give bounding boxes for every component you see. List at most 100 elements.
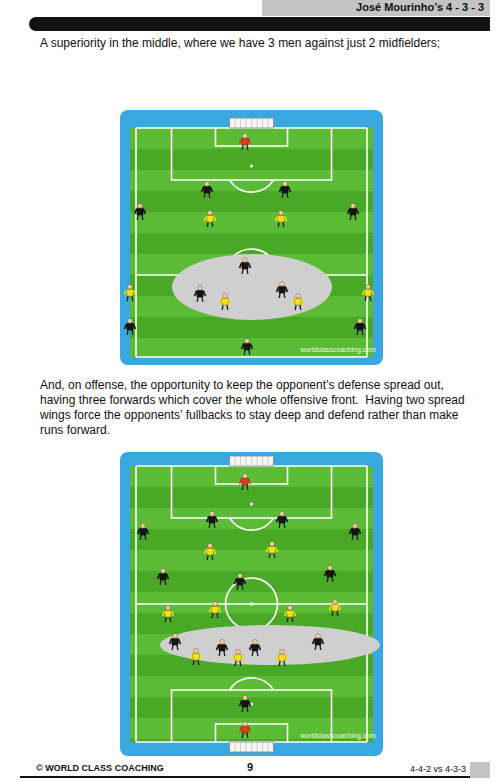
penalty-arc: [230, 518, 274, 530]
player-figure: [277, 281, 288, 298]
player-figure: [240, 721, 251, 738]
net-strand: [240, 118, 241, 128]
player-arms: [210, 607, 221, 612]
player-shirt: [219, 645, 226, 652]
player-shirt: [160, 574, 167, 581]
player-head: [238, 573, 243, 578]
footer-tab: [470, 762, 490, 778]
player-shirt: [327, 571, 334, 578]
player-head: [328, 565, 333, 570]
player-shirt: [278, 216, 285, 223]
player-arms: [233, 655, 244, 660]
player-shirt: [242, 701, 249, 708]
body-text: And, on offense, the opportunity to keep…: [40, 378, 470, 438]
player-figure: [125, 318, 136, 335]
player-figure: [350, 523, 361, 540]
net-strand: [246, 118, 247, 128]
player-head: [280, 281, 285, 286]
player-figure: [250, 639, 261, 656]
player-head: [243, 695, 248, 700]
player-arms: [250, 645, 261, 650]
highlight-zone: [160, 625, 380, 665]
net-strand: [262, 118, 263, 128]
player-arms: [205, 216, 216, 221]
penalty-area: [172, 466, 332, 518]
grass-stripe: [130, 128, 373, 149]
player-shirt: [279, 517, 286, 524]
grass-stripe: [130, 317, 373, 338]
player-head: [166, 605, 171, 610]
player-shirt: [287, 611, 294, 618]
center-circle: [226, 578, 278, 630]
field-edge: [136, 356, 367, 358]
player-figure: [205, 543, 216, 560]
grass-stripe: [130, 149, 373, 170]
player-figure: [191, 648, 202, 665]
player-shirt: [235, 655, 242, 662]
player-shirt: [127, 324, 134, 331]
player-figure: [205, 210, 216, 227]
player-figure: [138, 523, 149, 540]
footer-chapter: 4-4-2 vs 4-3-3: [370, 764, 466, 775]
player-shirt: [365, 290, 372, 297]
player-figure: [355, 318, 366, 335]
player-shirt: [295, 299, 302, 306]
footer-credit: © WORLD CLASS COACHING: [36, 763, 216, 774]
player-shirt: [252, 645, 259, 652]
penalty-spot: [250, 164, 253, 167]
player-head: [128, 318, 133, 323]
player-head: [243, 473, 248, 478]
grass-stripe: [130, 191, 373, 212]
player-figure: [210, 601, 221, 618]
player-shirt: [137, 209, 144, 216]
player-arms: [276, 216, 287, 221]
player-shirt: [242, 263, 249, 270]
player-arms: [205, 549, 216, 554]
player-head: [316, 633, 321, 638]
player-head: [208, 543, 213, 548]
player-shirt: [282, 187, 289, 194]
player-arms: [220, 299, 231, 304]
player-head: [351, 203, 356, 208]
player-head: [205, 181, 210, 186]
player-head: [353, 523, 358, 528]
player-arms: [217, 645, 228, 650]
player-arms: [267, 547, 278, 552]
player-arms: [240, 701, 251, 706]
player-arms: [240, 479, 251, 484]
player-head: [208, 210, 213, 215]
grass-stripe: [130, 550, 373, 571]
player-shirt: [207, 549, 214, 556]
player-head: [161, 568, 166, 573]
net-strand: [257, 742, 258, 752]
penalty-spot: [250, 502, 253, 505]
player-arms: [293, 299, 304, 304]
grass-stripe: [130, 487, 373, 508]
player-figure: [285, 605, 296, 622]
net-strand: [240, 742, 241, 752]
player-head: [194, 648, 199, 653]
player-shirt: [204, 187, 211, 194]
player-shirt: [212, 607, 219, 614]
player-head: [358, 318, 363, 323]
player-shirt: [172, 639, 179, 646]
player-head: [243, 721, 248, 726]
player-arms: [313, 639, 324, 644]
player-head: [141, 523, 146, 528]
player-arms: [195, 291, 206, 296]
penalty-arc: [230, 678, 274, 690]
player-shirt: [127, 290, 134, 297]
player-arms: [240, 139, 251, 144]
player-figure: [325, 565, 336, 582]
player-figure: [242, 338, 253, 355]
page-number: 9: [230, 761, 270, 774]
player-figure: [240, 257, 251, 274]
player-arms: [348, 209, 359, 214]
header-bar: [29, 17, 490, 31]
player-figure: [313, 633, 324, 650]
net-strand: [251, 456, 252, 466]
player-head: [283, 181, 288, 186]
net-strand: [262, 742, 263, 752]
player-arms: [158, 574, 169, 579]
net-strand: [235, 742, 236, 752]
